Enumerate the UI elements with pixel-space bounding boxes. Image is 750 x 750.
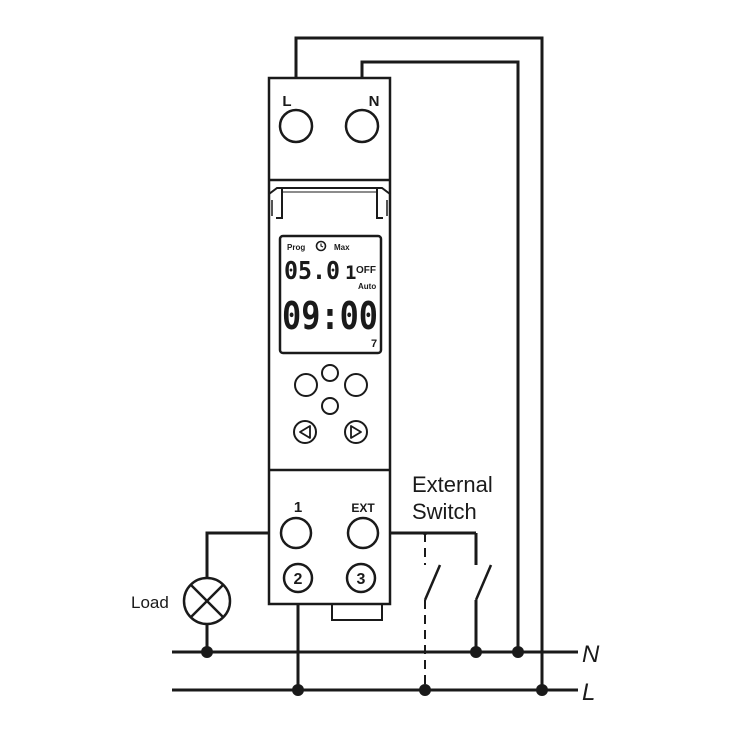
terminal-neutral-label: N (369, 93, 380, 110)
arrow-left-icon (299, 425, 311, 439)
junction-dot (292, 684, 304, 696)
lcd-prog-label: Prog (287, 243, 305, 252)
lcd-weekday: 7 (371, 338, 377, 350)
wire-load-top (205, 531, 296, 578)
terminal-2-label: 2 (294, 571, 303, 588)
arrow-right-icon (350, 425, 362, 439)
external-switch-solid (474, 564, 493, 601)
lcd-screen (278, 234, 383, 355)
lcd-max-label: Max (334, 243, 350, 252)
lamp-icon (182, 576, 232, 626)
terminal-ext-label: EXT (351, 501, 375, 515)
junction-dot (512, 646, 524, 658)
bus-n-label: N (582, 641, 600, 668)
terminal-live (278, 108, 314, 144)
wire-live-supply (294, 36, 544, 690)
device-button-top-center[interactable] (321, 364, 339, 382)
junction-dot (201, 646, 213, 658)
terminal-neutral (344, 108, 380, 144)
terminal-3 (345, 562, 377, 594)
terminal-2 (282, 562, 314, 594)
terminal-1 (279, 516, 313, 550)
load-label: Load (131, 593, 169, 612)
lcd-status: OFF (356, 265, 376, 276)
device-button-top-right[interactable] (344, 373, 368, 397)
external-switch-label-line2: Switch (412, 499, 477, 524)
device-button-top-left[interactable] (294, 373, 318, 397)
lcd-mode: Auto (358, 282, 376, 291)
device-button-right[interactable] (344, 420, 368, 444)
lcd-time: 09:00 (282, 294, 378, 338)
terminal-ext (346, 516, 380, 550)
terminal-3-label: 3 (357, 571, 366, 588)
external-switch-dashed (423, 564, 442, 601)
junction-dot (536, 684, 548, 696)
lcd-program-number: 1 (345, 262, 356, 284)
device-button-center[interactable] (321, 397, 339, 415)
external-switch-label-line1: External (412, 472, 493, 497)
junction-dot (419, 684, 431, 696)
terminal-1-label: 1 (294, 499, 302, 516)
junction-dot (470, 646, 482, 658)
device-foot-clip (331, 603, 383, 621)
device-button-left[interactable] (293, 420, 317, 444)
lcd-date-value: 05.0 (284, 256, 340, 285)
clock-icon (315, 240, 327, 252)
bus-l-label: L (582, 679, 595, 706)
terminal-live-label: L (282, 93, 291, 110)
